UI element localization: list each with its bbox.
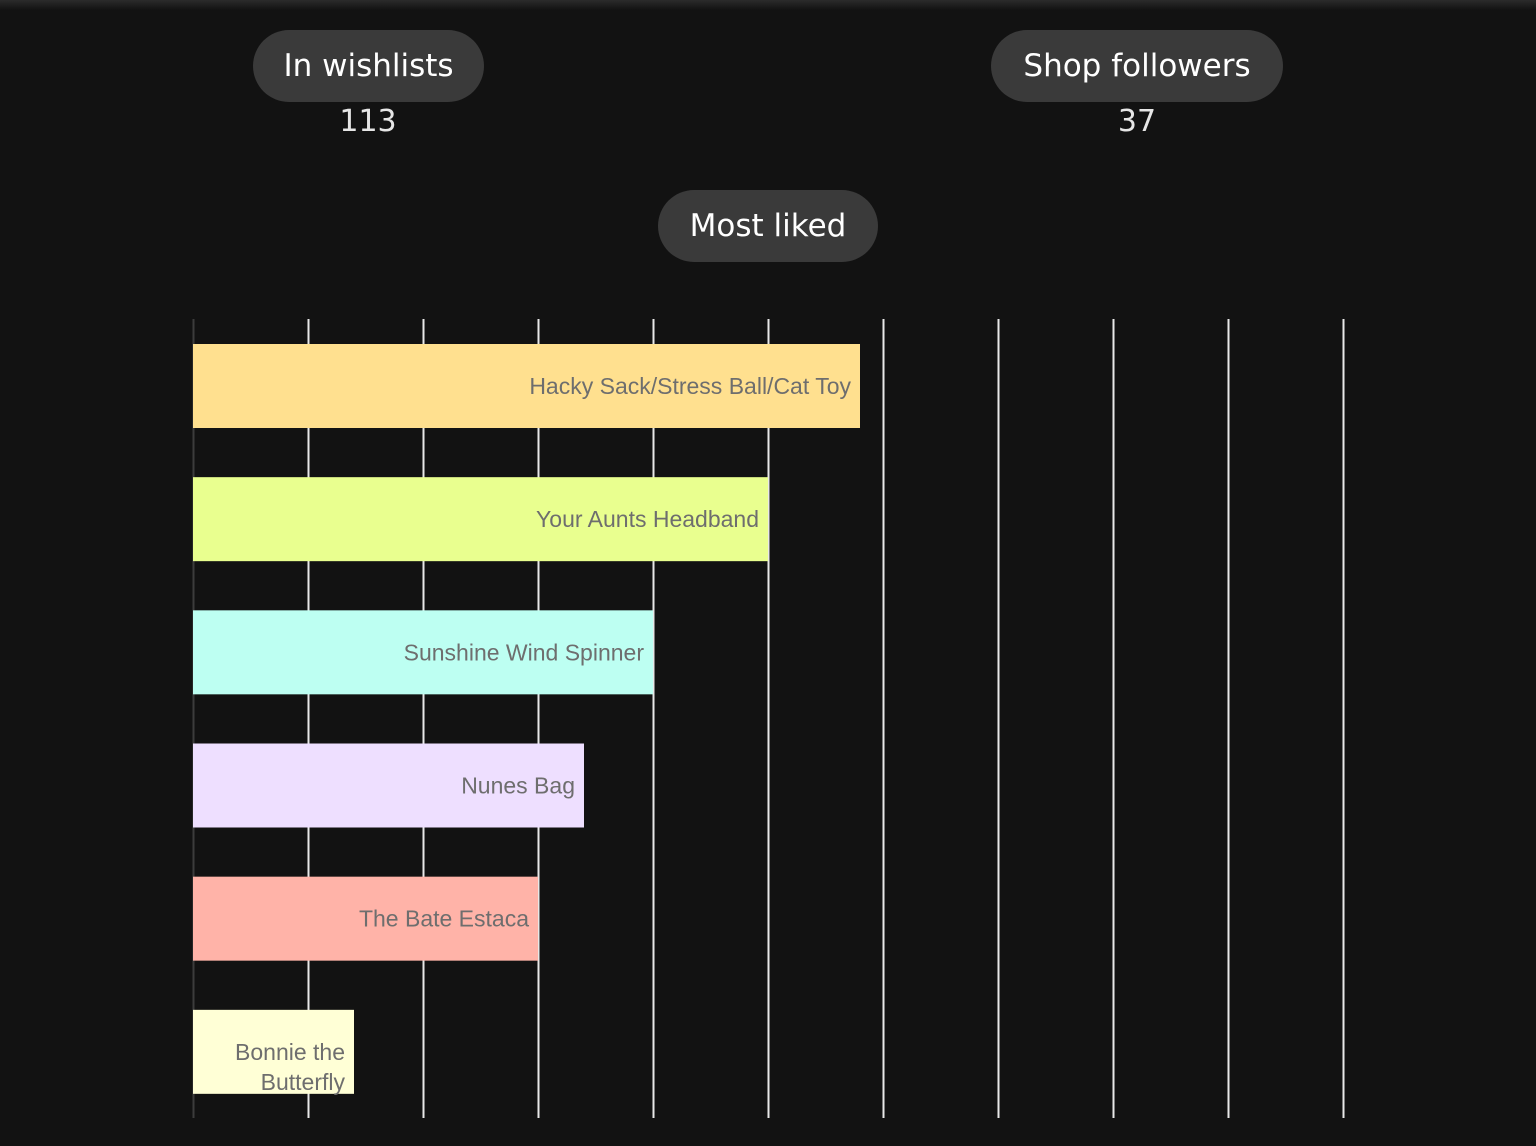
bar[interactable] bbox=[193, 610, 653, 695]
wishlists-label: In wishlists bbox=[253, 30, 484, 102]
bar[interactable] bbox=[193, 1009, 354, 1094]
bar[interactable] bbox=[193, 876, 538, 961]
top-shade bbox=[0, 0, 1536, 10]
bar[interactable] bbox=[193, 743, 584, 828]
most-liked-title: Most liked bbox=[658, 190, 878, 262]
bar-label: Hacky Sack/Stress Ball/Cat Toy bbox=[529, 373, 851, 399]
bar-label: Nunes Bag bbox=[461, 773, 575, 799]
bar[interactable] bbox=[193, 477, 768, 562]
bar[interactable] bbox=[193, 344, 860, 428]
bar-label: The Bate Estaca bbox=[359, 906, 529, 932]
bar-label: Sunshine Wind Spinner bbox=[404, 639, 645, 665]
shop-followers-count: 37 bbox=[1117, 104, 1157, 139]
shop-followers-label: Shop followers bbox=[991, 30, 1283, 102]
bar-label: Your Aunts Headband bbox=[536, 506, 759, 532]
wishlists-count: 113 bbox=[339, 104, 397, 139]
